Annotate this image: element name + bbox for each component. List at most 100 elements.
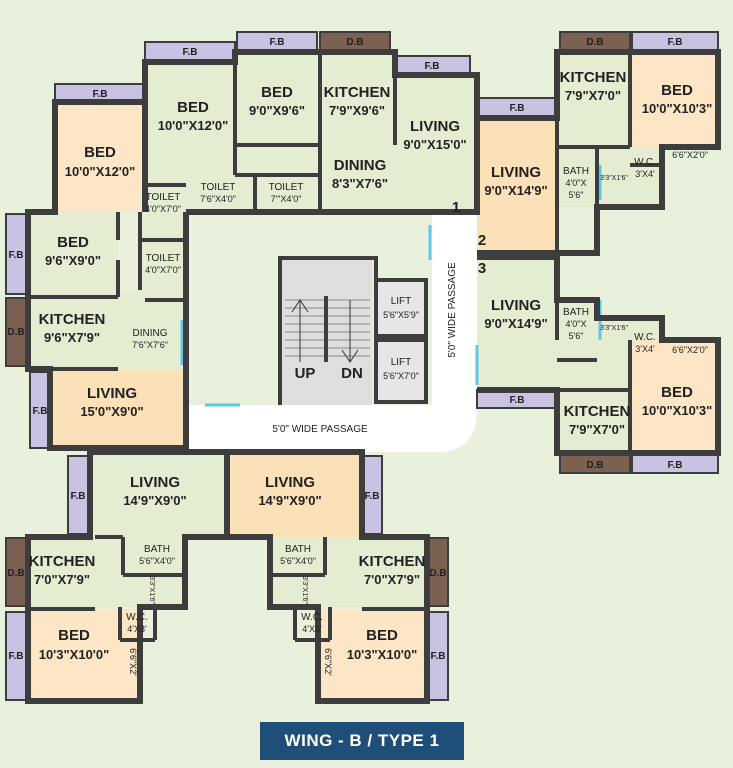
- room-dimension: 9'0"X15'0": [403, 137, 466, 152]
- walls: [25, 49, 721, 704]
- room-name: BED: [261, 84, 293, 101]
- room-dimension: 7'0"X7'9": [364, 572, 420, 587]
- f2-wc-floor: [597, 147, 662, 207]
- room-name: KITCHEN: [560, 69, 627, 86]
- balcony-label: D.B: [586, 460, 603, 471]
- lift-1-shaft: [374, 278, 428, 338]
- passage-floor: [186, 212, 477, 452]
- f3-bath-floor: [557, 300, 597, 360]
- flat-number: 1: [452, 199, 460, 216]
- room-dimension: 14'9"X9'0": [258, 493, 321, 508]
- balcony-label: F.B: [270, 37, 285, 48]
- room-dimension: 10'0"X10'3": [642, 403, 713, 418]
- balcony-label: F.B: [365, 491, 380, 502]
- room-name: KITCHEN: [324, 84, 391, 101]
- room-name: LIVING: [130, 474, 180, 491]
- balcony-label: F.B: [510, 395, 525, 406]
- room-name: DINING: [133, 328, 168, 339]
- balcony-label: D.B: [346, 37, 363, 48]
- f1-dining-floor: [235, 145, 395, 212]
- room-name: BATH: [563, 166, 589, 177]
- room-dimension: 3'3"X1'6": [600, 325, 628, 332]
- room-name: LIVING: [410, 118, 460, 135]
- balcony-label: F.B: [9, 651, 24, 662]
- f8-dining-floor: [118, 290, 186, 370]
- room-name: TOILET: [269, 182, 304, 193]
- room-name: LIVING: [265, 474, 315, 491]
- room-dimension: 7'9"X9'6": [329, 103, 385, 118]
- room-dimension: 6'6"X2'0": [672, 345, 708, 355]
- room-dimension: 3'X4': [635, 169, 655, 179]
- core: [186, 212, 477, 452]
- f6-living-floor: [90, 452, 227, 537]
- room-dimension: 5'6": [569, 190, 584, 200]
- f8-kitchen-floor: [28, 297, 118, 369]
- room-dimension: 14'9"X9'0": [123, 493, 186, 508]
- balcony-label: D.B: [429, 568, 446, 579]
- outer-wall: [25, 449, 230, 704]
- room-dimension: 10'0"X12'0": [158, 118, 229, 133]
- f8-bed1-floor: [55, 102, 145, 212]
- room-dimension: 5'6"X4'0": [280, 556, 316, 566]
- room-dimension: 3'3"X1'6": [148, 576, 155, 604]
- room-dimension: 9'6"X9'0": [45, 253, 101, 268]
- balcony-label: D.B: [586, 37, 603, 48]
- lift-name: LIFT: [391, 357, 412, 368]
- balcony-label: F.B: [9, 250, 24, 261]
- balcony-label: F.B: [183, 47, 198, 58]
- balcony-label: F.B: [71, 491, 86, 502]
- passage-label: 5'0" WIDE PASSAGE: [272, 424, 368, 435]
- room-dimension: 4'0"X7'0": [145, 265, 181, 275]
- partitions: [28, 52, 662, 642]
- room-name: TOILET: [146, 192, 181, 203]
- room-name: BED: [366, 627, 398, 644]
- room-name: BED: [58, 627, 90, 644]
- f5-living-floor: [227, 452, 362, 537]
- room-name: KITCHEN: [29, 553, 96, 570]
- room-name: KITCHEN: [359, 553, 426, 570]
- room-name: KITCHEN: [39, 311, 106, 328]
- room-dimension: 5'6": [569, 331, 584, 341]
- room-dimension: 6'6"X2'0": [672, 150, 708, 160]
- room-dimension: 5'6"X4'0": [139, 556, 175, 566]
- room-dimension: 6'6"X2': [128, 648, 138, 676]
- room-dimension: 3'X4': [635, 344, 655, 354]
- balcony-label: F.B: [510, 103, 525, 114]
- room-labels: BED 10'0"X12'0" BED 9'0"X9'6" KITCHEN 7'…: [29, 69, 713, 676]
- f8-bed2-floor: [28, 212, 118, 297]
- room-dimension: 7'6"X7'6": [132, 340, 168, 350]
- room-name: LIVING: [491, 297, 541, 314]
- balcony-label: D.B: [7, 568, 24, 579]
- room-dimension: 7'6"X4'0": [200, 194, 236, 204]
- room-name: BED: [57, 234, 89, 251]
- room-dimension: 9'6"X7'9": [44, 330, 100, 345]
- f2-kitchen-floor: [557, 52, 630, 147]
- outer-wall: [227, 449, 430, 704]
- room-name: KITCHEN: [564, 403, 631, 420]
- room-dimension: 3'3"X1'6": [301, 576, 308, 604]
- room-name: LIVING: [87, 385, 137, 402]
- room-fills: [28, 52, 718, 701]
- f5-kitchen-floor: [362, 537, 427, 609]
- balcony-label: D.B: [7, 327, 24, 338]
- room-dimension: 8'3"X7'6": [332, 176, 388, 191]
- room-dimension: 4'0"X: [566, 319, 587, 329]
- room-dimension: 4'0"X: [566, 178, 587, 188]
- room-name: W.C.: [634, 157, 656, 168]
- room-dimension: 7'9"X7'0": [565, 88, 621, 103]
- stair-arrows: [291, 299, 359, 363]
- passage-label: 5'0" WIDE PASSAGE: [447, 262, 458, 358]
- balcony-label: F.B: [668, 37, 683, 48]
- room-dimension: 9'0"X14'9": [484, 316, 547, 331]
- room-name: BATH: [144, 544, 170, 555]
- room-dimension: 6'6"X2': [323, 648, 333, 676]
- f8-living-floor: [50, 370, 186, 448]
- flat-number: 2: [478, 232, 486, 249]
- outer-wall: [25, 99, 186, 451]
- f2-bath-floor: [557, 147, 597, 207]
- room-dimension: 7'"X4'0": [271, 194, 302, 204]
- lift-dimension: 5'6"X7'0": [383, 371, 419, 381]
- room-dimension: 9'0"X9'6": [249, 103, 305, 118]
- balcony-labels: F.B F.B D.B F.B F.B F.B D.B F.B F.B D.B …: [7, 37, 682, 662]
